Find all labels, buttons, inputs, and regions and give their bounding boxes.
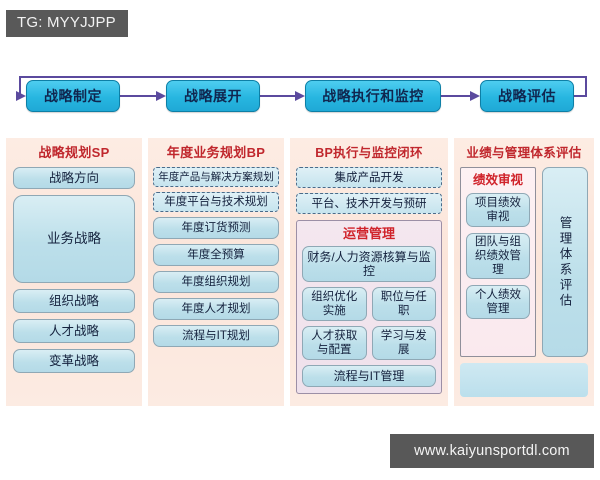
ops-row-2: 人才获取与配置 学习与发展 — [302, 326, 436, 360]
cell-org-optimization[interactable]: 组织优化实施 — [302, 287, 367, 321]
cell-team-org-performance[interactable]: 团队与组织绩效管理 — [466, 233, 530, 279]
columns-area: 战略规划SP 战略方向 业务战略 组织战略 人才战略 变革战略 年度业务规划BP… — [0, 138, 600, 406]
cell-annual-full-budget[interactable]: 年度全预算 — [153, 244, 279, 266]
cell-change-strategy[interactable]: 变革战略 — [13, 349, 135, 373]
column-2-title: 年度业务规划BP — [166, 145, 266, 160]
cell-position-appointment[interactable]: 职位与任职 — [371, 287, 436, 321]
cell-individual-performance[interactable]: 个人绩效管理 — [466, 285, 530, 319]
watermark: www.kaiyunsportdl.com — [390, 434, 594, 468]
ops-row-1: 组织优化实施 职位与任职 — [302, 287, 436, 321]
column-performance-assessment: 业绩与管理体系评估 绩效审视 项目绩效审视 团队与组织绩效管理 个人绩效管理 管… — [454, 138, 594, 406]
column-strategy-planning: 战略规划SP 战略方向 业务战略 组织战略 人才战略 变革战略 — [6, 138, 142, 406]
flow-step-1[interactable]: 战略制定 — [26, 80, 120, 112]
flow-step-2[interactable]: 战略展开 — [166, 80, 260, 112]
cell-process-it-plan[interactable]: 流程与IT规划 — [153, 325, 279, 347]
cell-project-performance-review[interactable]: 项目绩效审视 — [466, 193, 530, 227]
column-3-title: BP执行与监控闭环 — [315, 146, 423, 160]
cell-process-it-management[interactable]: 流程与IT管理 — [302, 365, 436, 387]
performance-review-panel: 绩效审视 项目绩效审视 团队与组织绩效管理 个人绩效管理 — [460, 167, 536, 357]
ops-panel-title: 运营管理 — [342, 226, 395, 241]
cell-business-strategy[interactable]: 业务战略 — [13, 195, 135, 283]
cell-annual-talent-plan[interactable]: 年度人才规划 — [153, 298, 279, 320]
cell-annual-product-solution-plan[interactable]: 年度产品与解决方案规划 — [153, 167, 279, 187]
cell-talent-strategy[interactable]: 人才战略 — [13, 319, 135, 343]
cell-platform-tech-dev[interactable]: 平台、技术开发与预研 — [296, 193, 442, 214]
cell-talent-acquisition[interactable]: 人才获取与配置 — [302, 326, 367, 360]
cell-annual-order-forecast[interactable]: 年度订货预测 — [153, 217, 279, 239]
cell-org-strategy[interactable]: 组织战略 — [13, 289, 135, 313]
cell-finance-hr-accounting[interactable]: 财务/人力资源核算与监控 — [302, 246, 436, 282]
cell-learning-development[interactable]: 学习与发展 — [371, 326, 436, 360]
column-bp-execution: BP执行与监控闭环 集成产品开发 平台、技术开发与预研 运营管理 财务/人力资源… — [290, 138, 448, 406]
column-4-title: 业绩与管理体系评估 — [466, 146, 582, 160]
tg-banner: TG: MYYJJPP — [6, 10, 128, 37]
flow-step-4[interactable]: 战略评估 — [480, 80, 574, 112]
column-1-items: 战略方向 业务战略 组织战略 人才战略 变革战略 — [6, 167, 142, 373]
ops-management-panel: 运营管理 财务/人力资源核算与监控 组织优化实施 职位与任职 人才获取与配置 学… — [296, 220, 442, 394]
performance-items: 项目绩效审视 团队与组织绩效管理 个人绩效管理 — [466, 193, 530, 319]
cell-annual-org-plan[interactable]: 年度组织规划 — [153, 271, 279, 293]
column-annual-bp: 年度业务规划BP 年度产品与解决方案规划 年度平台与技术规划 年度订货预测 年度… — [148, 138, 284, 406]
column-3-top-items: 集成产品开发 平台、技术开发与预研 — [290, 167, 448, 214]
cell-annual-platform-tech-plan[interactable]: 年度平台与技术规划 — [153, 192, 279, 212]
cell-management-system-assessment[interactable]: 管理体系评估 — [542, 167, 588, 357]
column-4-body: 绩效审视 项目绩效审视 团队与组织绩效管理 个人绩效管理 管理体系评估 — [454, 167, 594, 357]
performance-panel-title: 绩效审视 — [472, 173, 523, 187]
flow-arrows — [16, 76, 587, 101]
column-1-title: 战略规划SP — [38, 145, 110, 160]
column-4-footer-block — [460, 363, 588, 397]
cell-strategy-direction[interactable]: 战略方向 — [13, 167, 135, 189]
flow-step-3[interactable]: 战略执行和监控 — [305, 80, 441, 112]
column-2-items: 年度产品与解决方案规划 年度平台与技术规划 年度订货预测 年度全预算 年度组织规… — [148, 167, 284, 347]
cell-integrated-product-dev[interactable]: 集成产品开发 — [296, 167, 442, 188]
strategy-flow: 战略制定 战略展开 战略执行和监控 战略评估 — [0, 60, 600, 132]
